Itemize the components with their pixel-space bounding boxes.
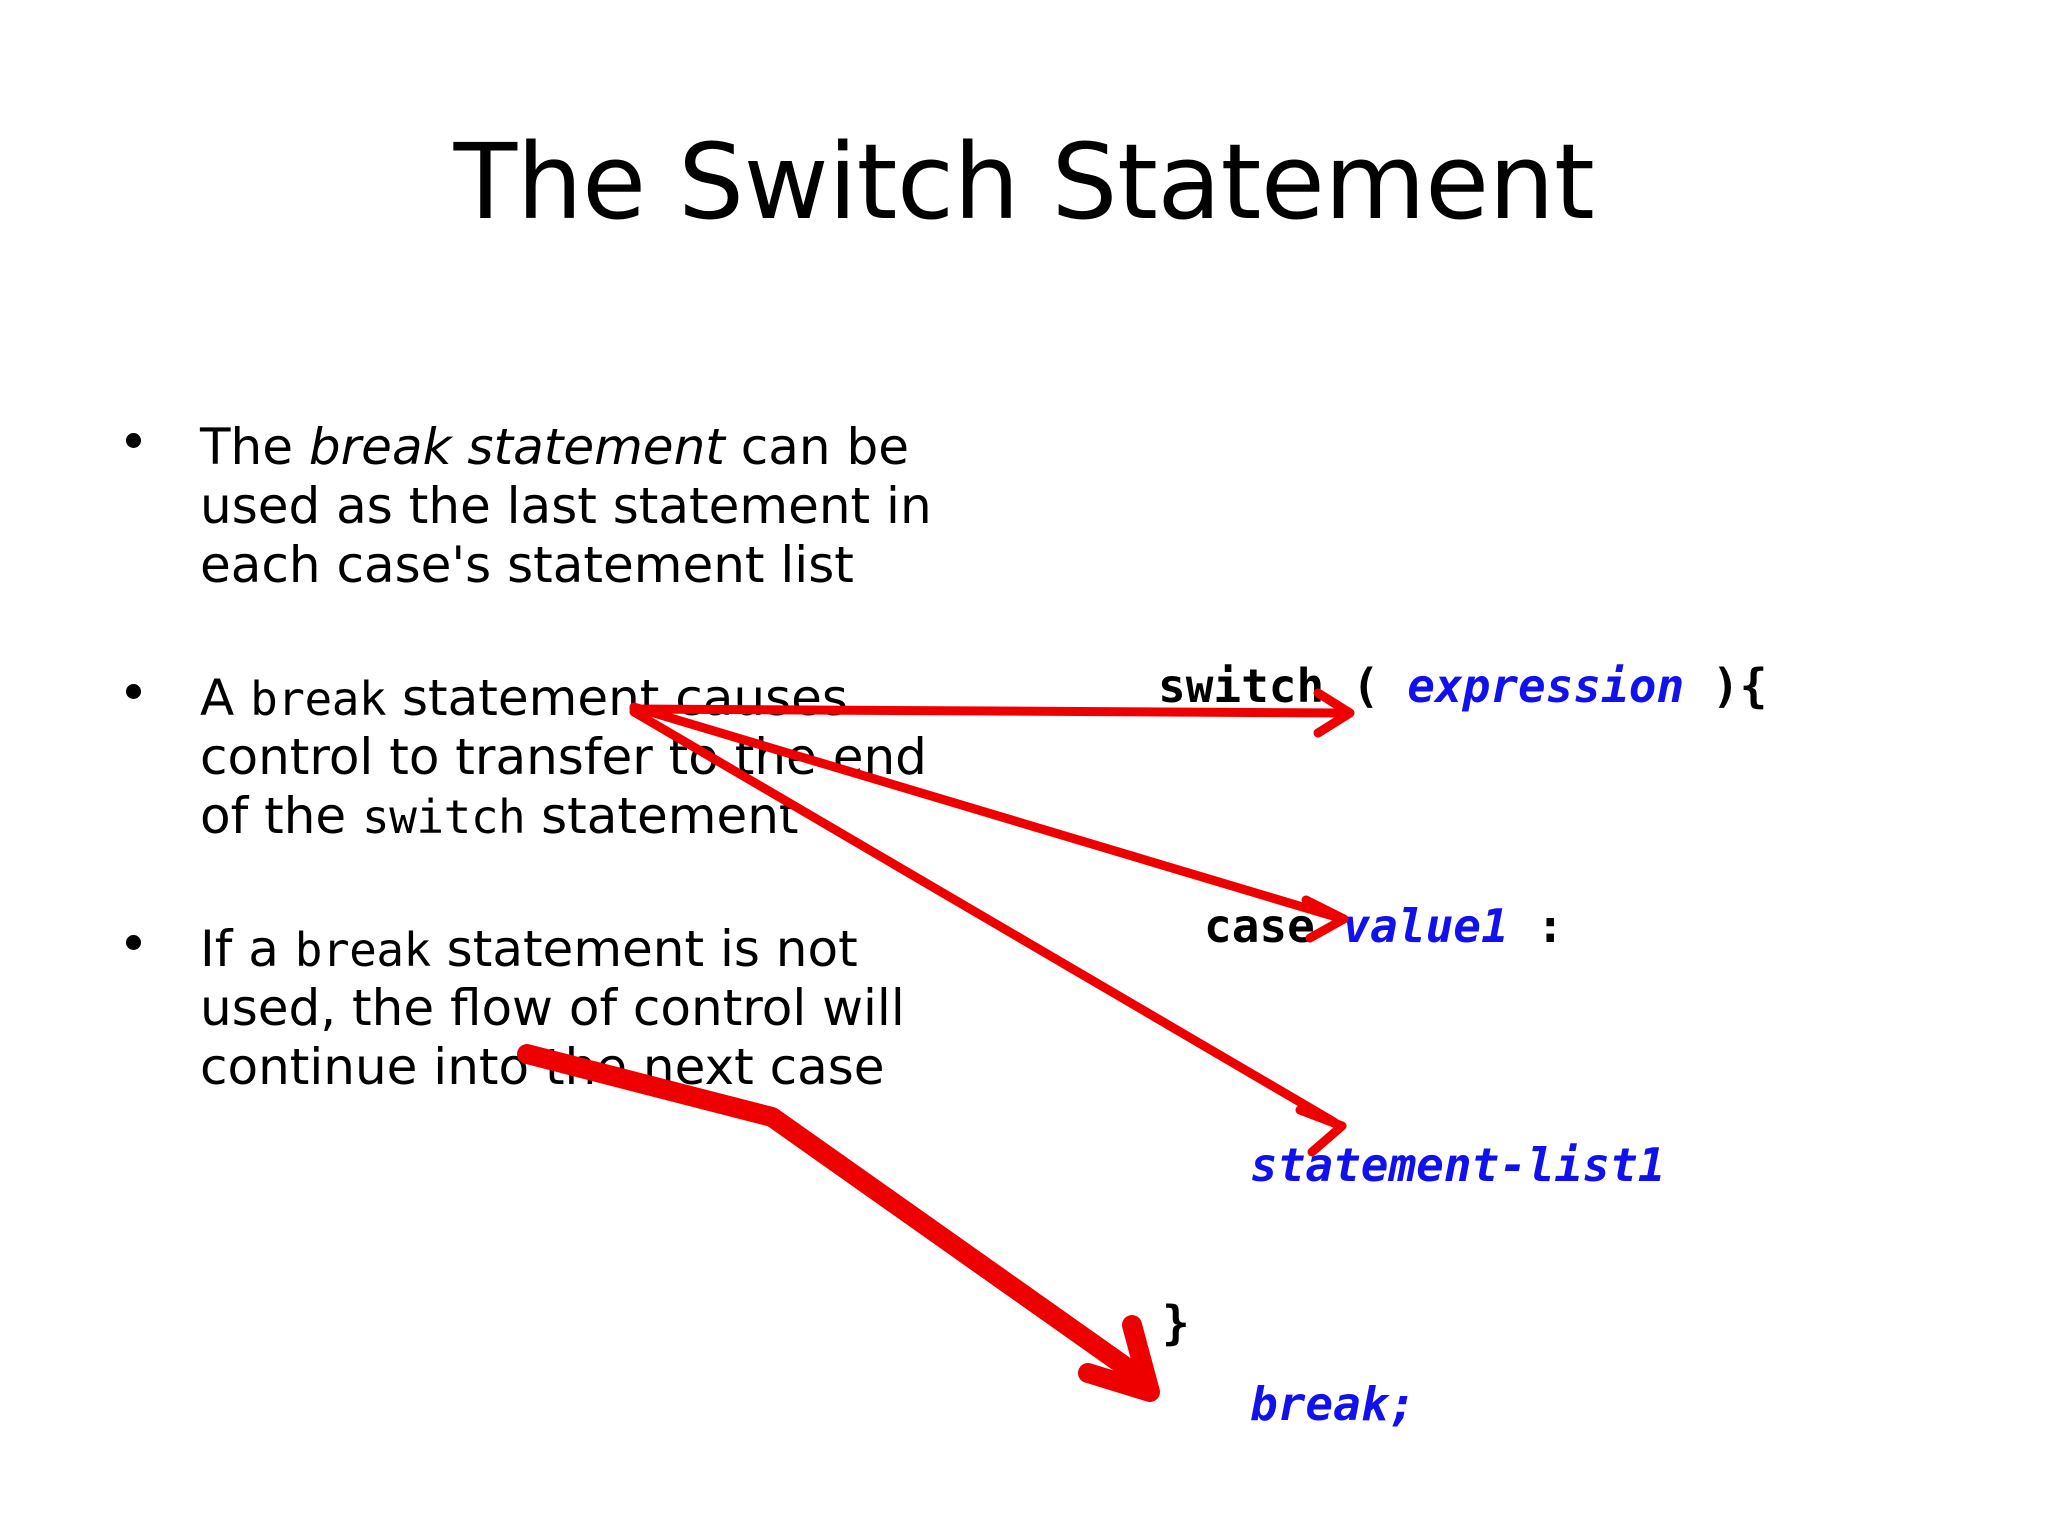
code-token-value1: value1 <box>1342 898 1509 953</box>
code-token-case1-kw: case <box>1204 898 1343 953</box>
bullet-2-code-switch: switch <box>362 790 526 844</box>
bullet-list: The break statement can be used as the l… <box>110 418 970 1097</box>
code-line-break1: break; <box>1158 1375 1767 1435</box>
bullet-dot-icon <box>126 433 141 448</box>
code-line-case1: case value1 : <box>1158 897 1767 957</box>
page-title: The Switch Statement <box>453 121 1595 243</box>
code-closing-brace: } <box>1162 1296 1190 1350</box>
bullet-3-code-break: break <box>294 923 431 977</box>
code-line-stmtlist1: statement-list1 <box>1158 1136 1767 1196</box>
code-token-colon1: : <box>1508 898 1565 953</box>
code-token-statement-list1: statement-list1 <box>1250 1137 1666 1192</box>
bullet-dot-icon <box>126 684 141 699</box>
bullet-2-part-4: statement <box>525 787 799 845</box>
bullet-1-part-2: can be used as the last statement in eac… <box>200 418 932 594</box>
code-token-break1: break; <box>1250 1376 1417 1431</box>
bullet-dot-icon <box>126 935 141 950</box>
bullet-2-code-break: break <box>250 672 387 726</box>
arrow-to-closing-brace <box>517 1044 1160 1402</box>
bullet-1-part-1-emphasis: break statement <box>308 418 725 476</box>
list-item: A break statement causes control to tran… <box>110 669 970 846</box>
code-line-switch: switch ( expression ){ <box>1158 657 1767 717</box>
bullet-2-part-0: A <box>200 669 251 727</box>
list-item: If a break statement is not used, the fl… <box>110 920 970 1097</box>
code-token-switch-kw: switch ( <box>1158 659 1408 714</box>
code-token-open-brace: ){ <box>1684 659 1768 714</box>
bullet-1-part-0: The <box>200 418 309 476</box>
code-block: switch ( expression ){ case value1 : sta… <box>1158 478 1767 1536</box>
bullet-3-text: If a break statement is not used, the fl… <box>200 920 970 1097</box>
code-token-expression: expression <box>1407 659 1685 714</box>
bullet-3-part-0: If a <box>200 920 295 978</box>
bullet-2-text: A break statement causes control to tran… <box>200 669 970 846</box>
bullet-1-text: The break statement can be used as the l… <box>200 418 970 595</box>
list-item: The break statement can be used as the l… <box>110 418 970 595</box>
